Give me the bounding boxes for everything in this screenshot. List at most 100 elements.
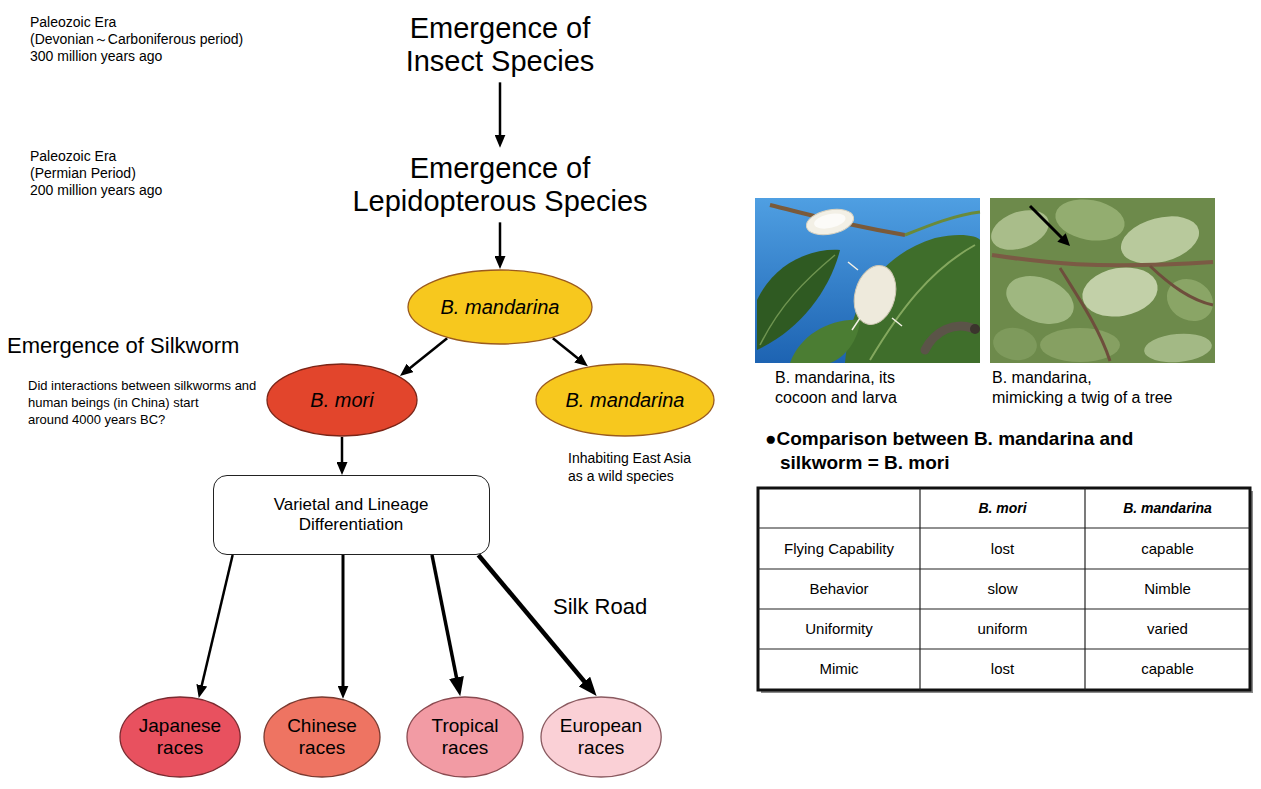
leaf <box>991 324 1040 363</box>
table-title: silkworm = B. mori <box>780 452 949 475</box>
table-cell: Nimble <box>1085 580 1250 598</box>
label-slot: Mimic <box>758 660 920 678</box>
photo-caption: mimicking a twig of a tree <box>992 388 1173 407</box>
label-slot: lost <box>920 540 1085 558</box>
label-slot: Emergence of Silkworm <box>7 333 239 359</box>
table-rule <box>758 527 1250 528</box>
arrow-connector <box>499 82 502 140</box>
ellipse-fill <box>407 697 523 777</box>
silk-wisp <box>848 262 902 330</box>
note: Inhabiting East Asia <box>568 450 691 467</box>
table-header: B. mori <box>920 500 1085 517</box>
photo-background <box>755 198 980 363</box>
arrow-connector <box>200 555 232 691</box>
label-slot: mimicking a twig of a tree <box>992 388 1173 407</box>
label-slot: human beings (in China) start <box>28 395 199 411</box>
label-slot: (Permian Period) <box>30 165 136 182</box>
cocoon <box>848 261 902 329</box>
heading-text: Emergence of Insect Species <box>399 12 602 79</box>
pointer-arrow <box>1030 206 1062 238</box>
table-cell: Flying Capability <box>758 540 920 558</box>
table-rule <box>758 648 1250 649</box>
table-cell: capable <box>1085 660 1250 678</box>
ellipse-fill <box>541 697 661 777</box>
table-rule <box>919 488 920 690</box>
label-slot: 200 million years ago <box>30 182 162 199</box>
arrow-connector <box>499 222 502 262</box>
era-note: (Permian Period) <box>30 165 136 182</box>
twig <box>992 255 1213 265</box>
table-header: B. mandarina <box>1085 500 1250 517</box>
arrow-connector <box>553 338 583 362</box>
era-note: Paleozoic Era <box>30 148 116 165</box>
table-cell: lost <box>920 540 1085 558</box>
photo-caption: B. mandarina, its <box>775 368 895 387</box>
arrow-connector <box>341 437 344 468</box>
label-slot: as a wild species <box>568 468 674 485</box>
label-slot: capable <box>1085 540 1250 558</box>
label-slot: varied <box>1085 620 1250 638</box>
pointer-arrowhead <box>1057 233 1070 246</box>
label-slot: Behavior <box>758 580 920 598</box>
table-cell: Uniformity <box>758 620 920 638</box>
label-slot: capable <box>1085 660 1250 678</box>
table-cell: Behavior <box>758 580 920 598</box>
label-slot: Paleozoic Era <box>30 14 116 31</box>
leaf <box>790 320 860 363</box>
label-slot: B. mandarina, its <box>775 368 895 387</box>
note: as a wild species <box>568 468 674 485</box>
label-slot: Inhabiting East Asia <box>568 450 691 467</box>
table-cell: Mimic <box>758 660 920 678</box>
leaf <box>1052 194 1128 246</box>
table-cell: lost <box>920 660 1085 678</box>
node-text: B. mori <box>310 389 373 412</box>
note: Did interactions between silkworms and <box>28 378 256 394</box>
cocoon <box>804 205 856 238</box>
ellipse-fill <box>120 697 240 777</box>
label-slot: ●Comparison between B. mandarina and <box>765 428 1133 451</box>
arrow-connector <box>342 555 345 692</box>
process-box: Varietal and Lineage Differentiation <box>213 475 490 555</box>
species-ellipse: B. mandarina <box>535 363 715 437</box>
table-rule <box>758 568 1250 569</box>
table-title: ●Comparison between B. mandarina and <box>765 428 1133 451</box>
stage-heading: Emergence of Lepidopterous Species <box>345 148 654 223</box>
node-text: European races <box>551 715 651 759</box>
label-slot: Did interactions between silkworms and <box>28 378 256 394</box>
larva-head <box>970 324 980 334</box>
label-slot: B. mori <box>920 500 1085 517</box>
table-cell: capable <box>1085 540 1250 558</box>
label-slot: lost <box>920 660 1085 678</box>
leaf <box>845 235 980 363</box>
era-note: 200 million years ago <box>30 182 162 199</box>
label-slot: B. mandarina, <box>992 368 1092 387</box>
leaf <box>1143 331 1213 365</box>
label-slot: around 4000 years BC? <box>28 412 165 428</box>
label-slot: B. mandarina <box>1085 500 1250 517</box>
table-frame <box>758 488 1250 690</box>
label-slot: Silk Road <box>553 594 647 620</box>
table-cell: slow <box>920 580 1085 598</box>
label-slot: (Devonian～Carboniferous period) <box>30 31 243 48</box>
species-ellipse: B. mori <box>266 363 418 437</box>
race-ellipse: European races <box>540 696 662 778</box>
ellipse-fill <box>408 270 592 344</box>
photo-caption: cocoon and larva <box>775 388 897 407</box>
label-slot: Nimble <box>1085 580 1250 598</box>
label-slot: silkworm = B. mori <box>780 452 949 475</box>
stage-heading: Emergence of Insect Species <box>399 8 602 83</box>
ellipse-fill <box>264 697 380 777</box>
ellipse-fill <box>267 364 417 436</box>
race-ellipse: Chinese races <box>263 696 381 778</box>
cocoon-fluff <box>813 211 847 231</box>
era-note: (Devonian～Carboniferous period) <box>30 31 243 48</box>
table-rule <box>1084 488 1085 690</box>
node-text: Chinese races <box>272 715 372 759</box>
label-slot: Paleozoic Era <box>30 148 116 165</box>
node-text: Tropical races <box>415 715 515 759</box>
label-slot: cocoon and larva <box>775 388 897 407</box>
node-text: Japanese races <box>130 715 230 759</box>
note: around 4000 years BC? <box>28 412 165 428</box>
race-ellipse: Tropical races <box>406 696 524 778</box>
